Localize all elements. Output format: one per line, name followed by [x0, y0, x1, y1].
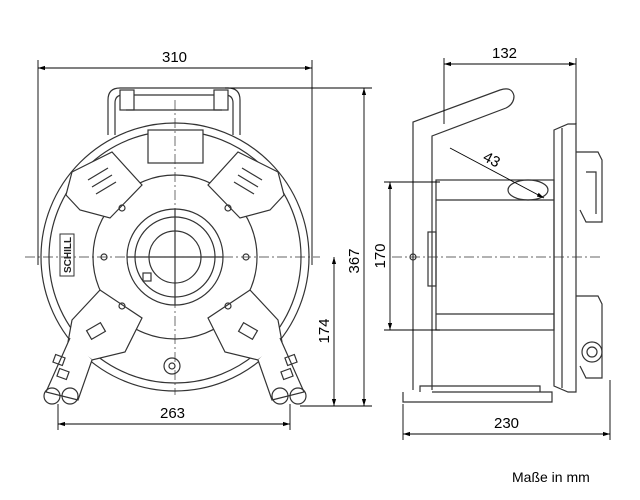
dim-230: 230: [494, 415, 519, 432]
dim-367: 367: [346, 248, 363, 273]
side-handle: [412, 88, 515, 390]
stand-right-leg: [257, 337, 307, 405]
dim-310: 310: [162, 49, 187, 66]
socket-top-right: [207, 151, 285, 219]
side-view: [402, 88, 603, 403]
side-flange: [553, 123, 577, 393]
brand-text: SCHILL: [63, 237, 74, 273]
brand-logo: SCHILL: [59, 233, 75, 277]
dim-174: 174: [316, 318, 333, 343]
side-drum: [435, 179, 555, 331]
label-plate: [147, 129, 204, 164]
dim-170: 170: [372, 243, 389, 268]
carry-handle: [107, 87, 241, 135]
stand-left-leg: [43, 337, 93, 405]
side-base: [402, 391, 553, 403]
dim-132: 132: [492, 45, 517, 62]
dim-line-43: [449, 147, 545, 199]
dim-43: 43: [480, 149, 503, 172]
units-caption: Maße in mm: [512, 469, 590, 485]
dim-263: 263: [160, 405, 185, 422]
lock-knob: [163, 357, 181, 375]
socket-top-left: [65, 151, 143, 219]
